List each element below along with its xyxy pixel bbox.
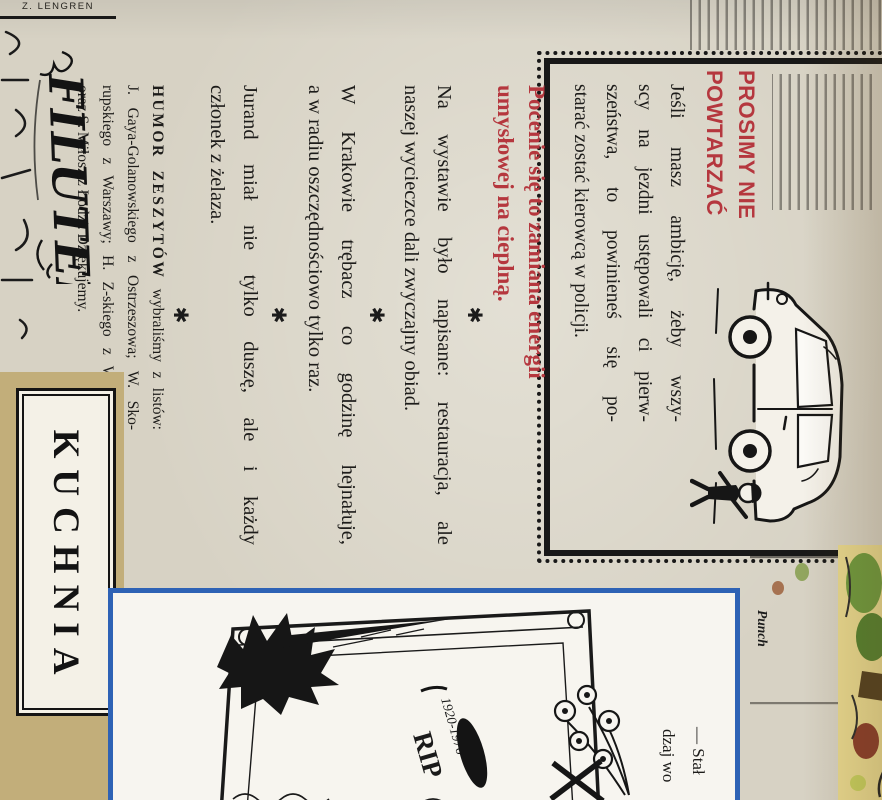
asterisk-separator: ✱ bbox=[169, 306, 193, 324]
joke-line: Pocenie się to zamiana energii bbox=[524, 85, 549, 379]
joke-line: scy na jezdni ustępowali ci pierw- bbox=[634, 84, 655, 422]
caption-fragment: — Stał bbox=[689, 726, 708, 775]
humor-box-title-line: POWTARZAĆ bbox=[702, 70, 727, 216]
credits-text: wybraliśmy z listów: bbox=[149, 288, 166, 430]
joke-item: Na wystawie było napisane: restauracja, … bbox=[394, 85, 460, 545]
joke-line: Na wystawie było napisane: restauracja, … bbox=[433, 85, 455, 545]
asterisk-separator: ✱ bbox=[365, 306, 389, 324]
credits-line: HUMOR ZESZYTÓW wybraliśmy z listów: bbox=[145, 85, 170, 430]
cut-text-lines bbox=[772, 74, 872, 210]
humor-box-joke: Jeśli masz ambicję, żeby wszy- scy na je… bbox=[564, 84, 692, 422]
color-comic-art bbox=[845, 553, 882, 798]
asterisk-separator: ✱ bbox=[267, 306, 291, 324]
joke-line: szeństwa, to powinieneś się po- bbox=[602, 84, 623, 422]
color-comic-fragment bbox=[838, 545, 882, 800]
punch-cartoon-art: 1920-1976 RIP bbox=[125, 595, 733, 800]
artist-byline: Z. LENGREN bbox=[21, 1, 94, 12]
kuchnia-section-panel: KUCHNIA bbox=[0, 372, 124, 800]
joke-item: W Krakowie trębacz co godzinę hejnałuje,… bbox=[298, 85, 364, 545]
police-car-illustration bbox=[690, 281, 844, 524]
joke-line: umysłowej na cieplną. bbox=[493, 85, 518, 302]
kuchnia-title: KUCHNIA bbox=[45, 429, 87, 686]
joke-line: a w radiu oszczędnościowo tylko raz. bbox=[304, 85, 326, 393]
joke-line: W Krakowie trębacz co godzinę hejnałuje, bbox=[337, 85, 359, 545]
punch-credit: Punch bbox=[755, 610, 770, 647]
cut-panel-borders bbox=[750, 556, 838, 705]
joke-line: Jurand miał nie tylko duszę, ale i każdy bbox=[239, 85, 261, 545]
humor-box-title-line: PROSIMY NIE bbox=[734, 70, 759, 220]
filutek-logo-text: FILUTEK bbox=[37, 71, 101, 284]
credits-heading: HUMOR ZESZYTÓW bbox=[149, 85, 166, 280]
joke-line: naszej wycieczce dali zwyczajny obiad. bbox=[400, 85, 422, 412]
joke-line: członek z żelaza. bbox=[206, 85, 228, 225]
comic-strip-cut-edge bbox=[0, 30, 34, 340]
joke-item: Jurand miał nie tylko duszę, ale i każdy… bbox=[200, 85, 266, 545]
joke-line: Jeśli masz ambicję, żeby wszy- bbox=[666, 84, 687, 422]
kuchnia-title-card: KUCHNIA bbox=[16, 388, 116, 716]
humor-box-title: PROSIMY NIE POWTARZAĆ bbox=[698, 70, 762, 250]
joke-line: starać zostać kierowcą w policji. bbox=[570, 84, 591, 338]
filutek-logo: FILUTEK bbox=[33, 50, 101, 284]
red-headline-joke: Pocenie się to zamiana energii umysłowej… bbox=[490, 85, 552, 545]
policeman-figure bbox=[690, 471, 762, 519]
cut-text-column bbox=[690, 0, 882, 50]
asterisk-separator: ✱ bbox=[463, 306, 487, 324]
strip-border-rule bbox=[0, 16, 116, 19]
caption-fragment: dzaj wo bbox=[659, 729, 678, 782]
humor-frame: PROSIMY NIE POWTARZAĆ Jeśli masz ambicję… bbox=[538, 49, 882, 565]
punch-cartoon-frame: 1920-1976 RIP bbox=[108, 588, 740, 800]
